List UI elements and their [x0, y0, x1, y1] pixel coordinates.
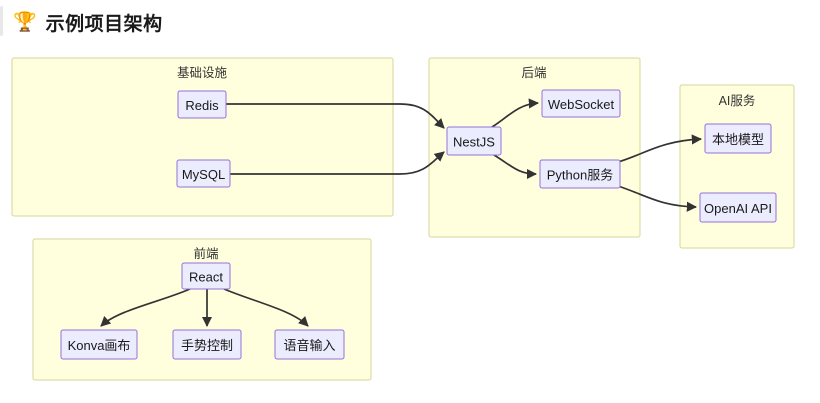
node-localmodel[interactable]: 本地模型: [704, 123, 772, 154]
node-box-gesture[interactable]: [172, 329, 242, 360]
cluster-ai: AI服务: [679, 84, 795, 249]
node-label-python: Python服务: [547, 168, 613, 183]
node-box-voice[interactable]: [274, 329, 345, 360]
node-box-mysql[interactable]: [176, 159, 231, 188]
page-header: 🏆 示例项目架构: [0, 0, 820, 44]
node-label-nestjs: NestJS: [453, 135, 495, 150]
node-box-konva[interactable]: [60, 329, 138, 360]
node-box-localmodel[interactable]: [704, 123, 772, 154]
node-websocket[interactable]: WebSocket: [541, 89, 621, 118]
cluster-label-ai: AI服务: [719, 93, 756, 108]
header-accent-bar: [0, 6, 3, 36]
cluster-label-frontend: 前端: [193, 246, 218, 261]
cluster-infra: 基础设施: [11, 57, 394, 217]
cluster-label-infra: 基础设施: [177, 65, 228, 80]
edge-python-to-openai: [617, 185, 698, 212]
edge-react-to-konva: [100, 288, 191, 327]
node-konva[interactable]: Konva画布: [60, 329, 138, 360]
node-box-websocket[interactable]: [541, 89, 621, 118]
node-label-websocket: WebSocket: [548, 97, 615, 112]
node-box-redis[interactable]: [177, 90, 227, 119]
edge-redis-to-nestjs: [226, 103, 445, 129]
node-label-openai: OpenAI API: [704, 201, 772, 216]
node-label-localmodel: 本地模型: [712, 132, 764, 147]
edge-react-to-voice: [223, 288, 309, 327]
node-label-react: React: [189, 270, 223, 285]
node-redis[interactable]: Redis: [177, 90, 227, 119]
edge-python-to-localmodel: [617, 134, 703, 163]
node-react[interactable]: React: [181, 262, 231, 290]
edge-mysql-to-nestjs: [230, 151, 445, 175]
edge-nestjs-to-python: [493, 154, 538, 180]
node-label-voice: 语音输入: [283, 338, 335, 353]
page-title: 示例项目架构: [45, 13, 163, 35]
node-voice[interactable]: 语音输入: [274, 329, 345, 360]
node-openai[interactable]: OpenAI API: [699, 192, 777, 223]
node-label-gesture: 手势控制: [181, 338, 233, 353]
node-label-konva: Konva画布: [68, 338, 131, 353]
node-box-nestjs[interactable]: [446, 126, 502, 156]
node-gesture[interactable]: 手势控制: [172, 329, 242, 360]
cluster-box-infra: [11, 57, 394, 217]
node-box-openai[interactable]: [699, 192, 777, 223]
node-label-redis: Redis: [185, 98, 219, 113]
node-python[interactable]: Python服务: [539, 159, 621, 189]
node-nestjs[interactable]: NestJS: [446, 126, 502, 156]
node-label-mysql: MySQL: [182, 167, 225, 182]
node-box-python[interactable]: [539, 159, 621, 189]
trophy-icon: 🏆: [13, 11, 37, 33]
cluster-label-backend: 后端: [521, 66, 546, 80]
node-box-react[interactable]: [181, 262, 231, 290]
edge-nestjs-to-websocket: [491, 98, 540, 128]
cluster-box-ai: [679, 84, 795, 249]
edges-layer: [100, 98, 703, 328]
node-mysql[interactable]: MySQL: [176, 159, 231, 188]
